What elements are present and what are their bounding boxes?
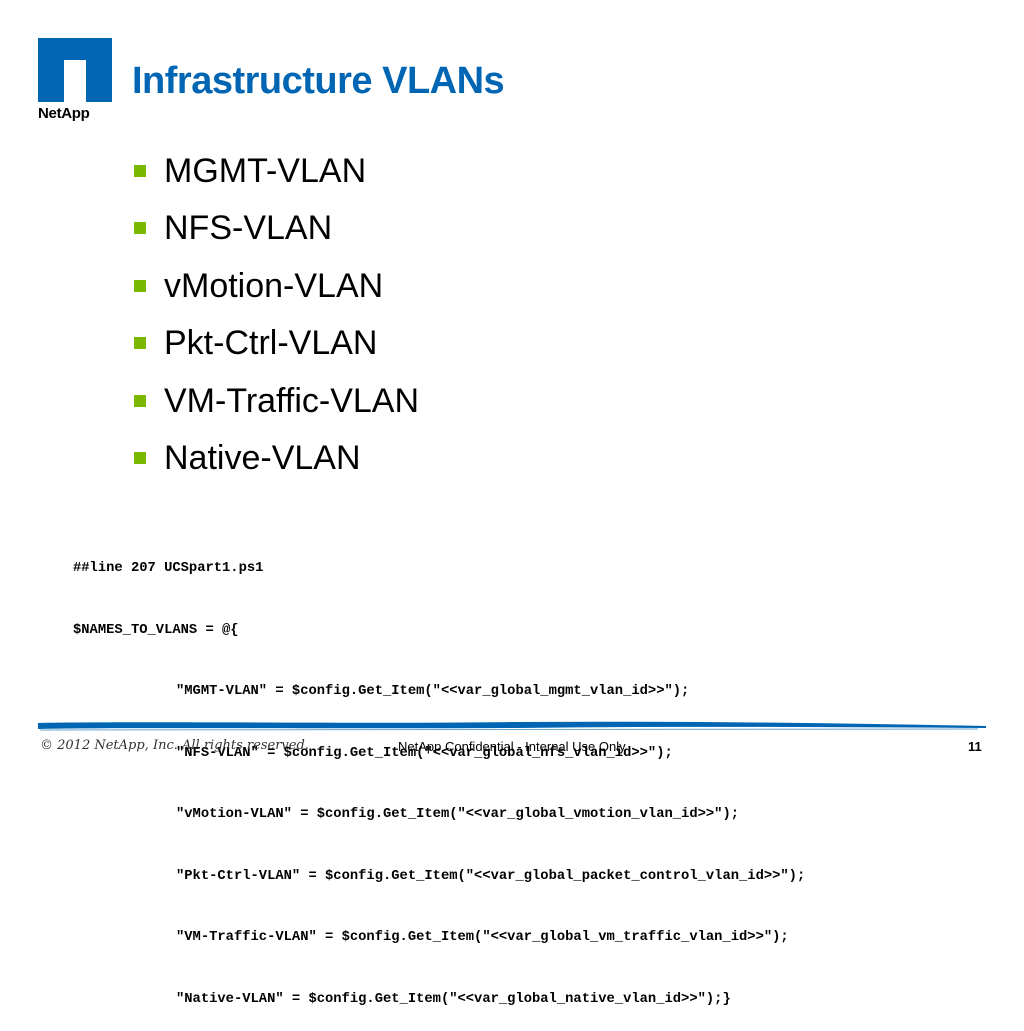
bullet-item: VM-Traffic-VLAN — [134, 372, 419, 430]
bullet-item: NFS-VLAN — [134, 200, 419, 258]
bullet-square-icon — [134, 337, 146, 350]
code-line: "Native-VLAN" = $config.Get_Item("<<var_… — [176, 991, 731, 1007]
bullet-text: Native-VLAN — [164, 439, 361, 478]
footer-brush-rule — [38, 718, 986, 734]
code-line: "NFS-VLAN" = $config.Get_Item("<<var_glo… — [176, 745, 673, 761]
code-line: "MGMT-VLAN" = $config.Get_Item("<<var_gl… — [176, 684, 690, 699]
bullet-text: Pkt-Ctrl-VLAN — [164, 324, 378, 363]
slide-title: Infrastructure VLANs — [132, 60, 505, 102]
code-line: "vMotion-VLAN" = $config.Get_Item("<<var… — [176, 807, 740, 822]
bullet-item: MGMT-VLAN — [134, 142, 419, 200]
bullet-text: MGMT-VLAN — [164, 151, 367, 190]
footer-confidential: NetApp Confidential - Internal Use Only — [398, 739, 626, 754]
page-number: 11 — [968, 739, 982, 754]
bullet-square-icon — [134, 452, 146, 465]
bullet-item: Pkt-Ctrl-VLAN — [134, 315, 419, 373]
code-line: "VM-Traffic-VLAN" = $config.Get_Item("<<… — [176, 930, 789, 945]
bullet-square-icon — [134, 164, 146, 177]
bullet-list: MGMT-VLAN NFS-VLAN vMotion-VLAN Pkt-Ctrl… — [134, 142, 419, 487]
footer-copyright: © 2012 NetApp, Inc. All rights reserved. — [40, 738, 309, 753]
bullet-square-icon — [134, 279, 146, 292]
code-line: "Pkt-Ctrl-VLAN" = $config.Get_Item("<<va… — [176, 868, 806, 884]
netapp-logo-wordmark: NetApp — [38, 105, 90, 122]
netapp-logo: NetApp — [38, 38, 112, 124]
bullet-square-icon — [134, 222, 146, 235]
code-line: ##line 207 UCSpart1.ps1 — [73, 561, 264, 576]
bullet-text: VM-Traffic-VLAN — [164, 381, 420, 420]
bullet-item: Native-VLAN — [134, 430, 419, 488]
bullet-item: vMotion-VLAN — [134, 257, 419, 315]
code-block: ##line 207 UCSpart1.ps1 $NAMES_TO_VLANS … — [73, 518, 805, 1031]
bullet-text: NFS-VLAN — [164, 209, 333, 248]
netapp-logo-mark — [38, 38, 112, 102]
code-line: $NAMES_TO_VLANS = @{ — [73, 622, 239, 638]
bullet-square-icon — [134, 394, 146, 407]
bullet-text: vMotion-VLAN — [164, 266, 384, 305]
